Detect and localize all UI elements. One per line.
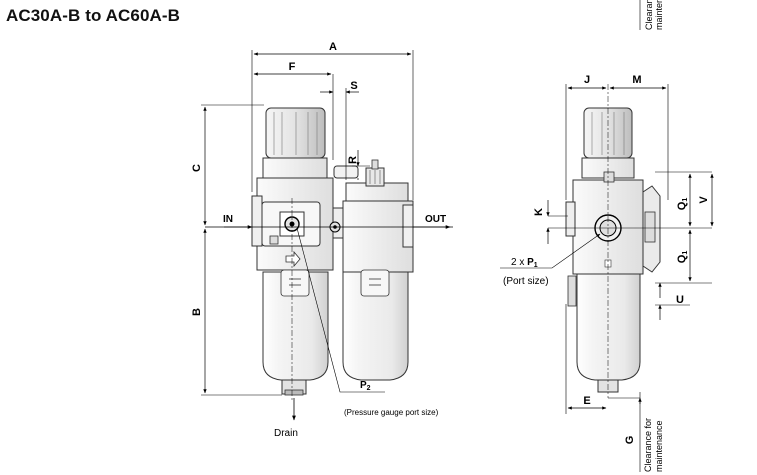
drain-label: Drain (274, 428, 298, 439)
filter-bowl (262, 269, 329, 396)
gauge-port-label: P2 (Pressure gauge port size) (344, 380, 439, 417)
dim-label-v: V (698, 196, 710, 204)
side-port-symbol: P (527, 257, 534, 268)
clearance-bottom-line2: maintenance (654, 420, 664, 472)
clearance-top-line1: Clearance for (644, 0, 654, 30)
q1-top-symbol: Q (676, 201, 688, 210)
svg-text:2 x P1: 2 x P1 (511, 257, 538, 269)
dim-label-j: J (584, 74, 590, 86)
dim-label-g: G (624, 436, 636, 445)
dim-label-b: B (191, 308, 203, 316)
side-knob (581, 107, 635, 179)
svg-text:Q1: Q1 (676, 198, 689, 211)
lubricator-body (342, 200, 414, 273)
dim-label-e: E (583, 395, 590, 407)
clearance-top-line2: maintenance (654, 0, 664, 30)
regulator-body (251, 177, 334, 271)
page-title: AC30A-B to AC60A-B (6, 6, 181, 25)
svg-text:Q1: Q1 (676, 251, 689, 264)
regulator-knob (262, 107, 328, 179)
lubricator-top (333, 159, 409, 202)
gauge-port-note: (Pressure gauge port size) (344, 408, 439, 417)
dim-label-m: M (632, 74, 641, 86)
port-label-out: OUT (425, 214, 446, 225)
port-label-in: IN (223, 214, 233, 225)
q1-bottom-symbol: Q (676, 254, 688, 263)
q1-bottom-subscript: 1 (682, 251, 689, 255)
dim-label-q1-top: Q1 (676, 198, 689, 211)
q1-top-subscript: 1 (682, 198, 689, 202)
dim-label-r: R (347, 156, 359, 164)
side-view: J M K Q1 Q1 V U E G 2 x P1 (Port size) C… (500, 0, 714, 472)
gauge-port-symbol: P (360, 380, 367, 391)
dim-label-u: U (676, 294, 684, 306)
side-port-prefix: 2 x (511, 257, 527, 268)
dim-label-s: S (350, 80, 357, 92)
side-port-note: (Port size) (503, 276, 549, 287)
side-port-subscript: 1 (534, 262, 538, 269)
side-port-label: 2 x P1 (Port size) (503, 257, 549, 287)
front-view: A F S R C B IN OUT P2 (Pressure gauge po… (191, 41, 453, 439)
dim-label-q1-bottom: Q1 (676, 251, 689, 264)
dim-label-c: C (191, 164, 203, 172)
lubricator-bowl (342, 269, 409, 381)
dim-label-k: K (533, 208, 545, 216)
clearance-note-bottom: Clearance for maintenance (643, 418, 664, 472)
side-bowl (576, 273, 641, 393)
dim-label-a: A (329, 41, 337, 53)
svg-text:P2: P2 (360, 380, 371, 392)
clearance-bottom-line1: Clearance for (643, 418, 653, 472)
gauge-port-subscript: 2 (367, 385, 371, 392)
dim-label-f: F (289, 61, 296, 73)
clearance-note-top: Clearance for maintenance (639, 0, 664, 30)
